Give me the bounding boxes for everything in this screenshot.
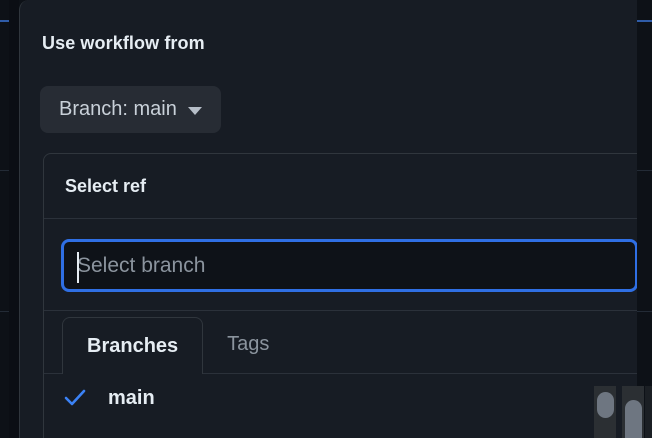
- scrollbar-gutter-edge: [645, 386, 652, 438]
- backdrop-rule-left-upper: [0, 170, 9, 171]
- search-row: [44, 219, 637, 311]
- page-title: Use workflow from: [42, 33, 205, 53]
- left-gutter: [9, 0, 19, 438]
- backdrop-rule-left-lower: [0, 311, 9, 312]
- list-item-label: main: [108, 386, 155, 409]
- check-icon: [64, 389, 86, 407]
- select-ref-popover: Select ref Branches Tags main: [43, 153, 637, 438]
- tab-branches[interactable]: Branches: [62, 317, 204, 374]
- select-ref-header: Select ref: [44, 154, 637, 219]
- text-cursor: [77, 252, 79, 283]
- ref-type-tabs: Branches Tags: [44, 311, 637, 374]
- page-scrollbar-thumb[interactable]: [625, 400, 642, 438]
- ref-list: main: [44, 374, 637, 422]
- page-scrollbar[interactable]: [622, 386, 644, 438]
- run-workflow-dialog: Use workflow from Branch: main Select re…: [19, 0, 637, 438]
- list-scrollbar[interactable]: [594, 386, 616, 438]
- select-ref-title: Select ref: [65, 175, 147, 196]
- branch-selector-label: Branch: main: [59, 98, 177, 120]
- backdrop-accent-line-left: [0, 20, 9, 22]
- branch-search-field[interactable]: [61, 239, 637, 292]
- list-item[interactable]: main: [44, 374, 637, 422]
- backdrop-rule-right-lower: [636, 311, 652, 312]
- backdrop-rule-right-upper: [636, 170, 652, 171]
- search-input[interactable]: [77, 242, 635, 289]
- branch-selector-button[interactable]: Branch: main: [40, 86, 221, 133]
- list-scrollbar-thumb[interactable]: [597, 392, 614, 418]
- backdrop-accent-line-right: [636, 20, 652, 22]
- chevron-down-icon: [187, 107, 202, 115]
- tab-tags[interactable]: Tags: [203, 316, 293, 373]
